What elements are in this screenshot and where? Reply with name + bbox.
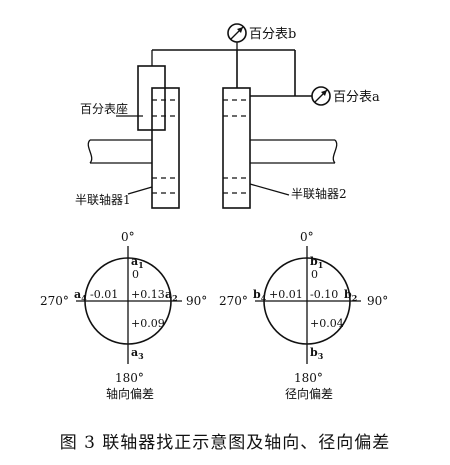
radial-point-bottom: b3 — [310, 346, 324, 361]
left-shaft — [87, 139, 152, 164]
coupling-half-1-label: 半联轴器1 — [75, 192, 131, 207]
radial-deg-left: 270° — [219, 294, 248, 308]
axial-value-left: -0.01 — [90, 288, 118, 301]
axial-point-top: a1 — [131, 255, 144, 270]
seat-label: 百分表座 — [80, 101, 128, 116]
radial-point-left: b4 — [253, 288, 267, 303]
dial-gauge-a-icon — [311, 86, 331, 106]
axial-value-right: +0.13 — [131, 288, 165, 301]
coupling-half-2-label: 半联轴器2 — [291, 186, 347, 201]
radial-point-right: b2 — [344, 288, 357, 303]
right-shaft — [250, 139, 338, 164]
radial-deviation-diagram: 0° 180° 270° 90° b1 b2 b3 b4 0 -0.10 +0.… — [219, 230, 388, 401]
radial-title: 径向偏差 — [285, 386, 333, 401]
radial-value-top: 0 — [311, 268, 318, 281]
axial-point-bottom: a3 — [131, 346, 144, 361]
gauge-a-label: 百分表a — [333, 90, 380, 105]
radial-value-left: +0.01 — [269, 288, 303, 301]
axial-point-right: a2 — [165, 288, 178, 303]
figure-caption: 图 3 联轴器找正示意图及轴向、径向偏差 — [59, 433, 391, 453]
radial-deg-right: 90° — [367, 294, 388, 308]
gauge-b-label: 百分表b — [249, 27, 296, 42]
axial-value-bottom: +0.09 — [131, 317, 165, 330]
dial-gauge-b-icon — [227, 23, 247, 50]
indicator-bracket — [152, 49, 312, 97]
axial-deg-top: 0° — [121, 230, 135, 244]
radial-point-top: b1 — [310, 255, 323, 270]
axial-title: 轴向偏差 — [106, 386, 154, 401]
radial-deg-bottom: 180° — [294, 371, 323, 385]
radial-value-right: -0.10 — [310, 288, 338, 301]
axial-deg-bottom: 180° — [115, 371, 144, 385]
axial-point-left: a4 — [74, 288, 87, 303]
coupling-half-2 — [222, 87, 251, 209]
indicator-seat — [137, 50, 166, 131]
axial-deviation-diagram: 0° 180° 270° 90° a1 a2 a3 a4 0 +0.13 +0.… — [40, 230, 207, 401]
axial-deg-left: 270° — [40, 294, 69, 308]
axial-deg-right: 90° — [186, 294, 207, 308]
axial-value-top: 0 — [132, 268, 139, 281]
radial-deg-top: 0° — [300, 230, 314, 244]
radial-value-bottom: +0.04 — [310, 317, 344, 330]
